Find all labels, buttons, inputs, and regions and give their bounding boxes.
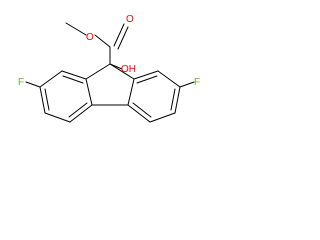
- bond-right-junction: [127, 78, 135, 106]
- bond-left-ring-3-inner: [44, 88, 50, 111]
- bond-left-ring-1: [61, 70, 87, 80]
- bond-right-ring-3-inner: [170, 88, 176, 111]
- left-fluorine-label: F: [18, 77, 24, 88]
- bond-layer: [25, 22, 195, 123]
- bond-right-fluorine: [179, 81, 195, 88]
- bond-left-fluorine: [25, 81, 41, 88]
- bond-left-ring-5: [69, 104, 93, 123]
- bond-carbonyl-double-a: [113, 23, 125, 47]
- bond-right-ring-5-inner: [132, 102, 152, 118]
- bond-right-ring-5: [127, 104, 151, 123]
- ester-oxygen-label: O: [86, 32, 94, 43]
- bond-right-ring-3: [174, 86, 181, 114]
- bond-right-ring-1-inner: [136, 75, 158, 84]
- bond-methyl-oxygen: [65, 22, 87, 36]
- atom-label-layer: O O OH F F: [18, 14, 200, 88]
- structure-diagram: O O OH F F: [18, 14, 200, 123]
- bond-left-ring-5-inner: [68, 102, 88, 118]
- carbonyl-oxygen-label: O: [126, 14, 134, 25]
- bond-carbonyl-double-b: [117, 26, 129, 50]
- bond-right-ring-1: [133, 70, 159, 80]
- bond-left-ring-3: [39, 86, 46, 114]
- bond-c9-left: [85, 63, 111, 80]
- bond-right-ring-2: [157, 70, 181, 88]
- bond-left-junction: [85, 78, 93, 106]
- bond-left-ring-1-inner: [62, 75, 84, 84]
- right-fluorine-label: F: [194, 77, 200, 88]
- bond-right-ring-4: [149, 112, 176, 123]
- bond-left-ring-4: [44, 112, 71, 123]
- hydroxyl-label: OH: [121, 64, 136, 75]
- bond-c9-right: [109, 63, 135, 80]
- bond-left-ring-2: [39, 70, 63, 88]
- bond-oxygen-carbonyl: [94, 34, 111, 48]
